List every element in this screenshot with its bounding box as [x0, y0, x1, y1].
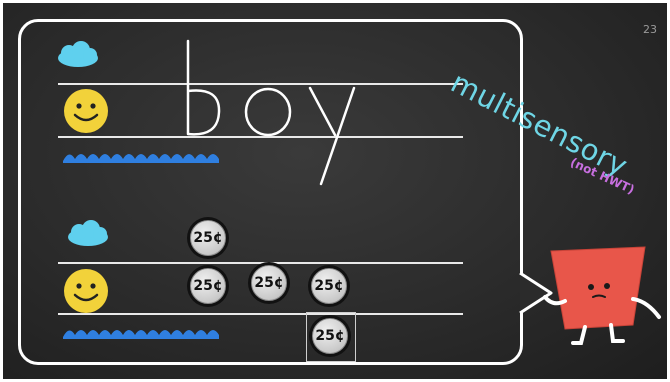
smiley-icon: [62, 87, 110, 135]
slide-canvas: 23: [3, 3, 667, 379]
red-block-mascot-icon: [541, 239, 665, 349]
cloud-icon-2: [65, 220, 111, 248]
middle-line-2: [58, 313, 463, 315]
cloud-icon: [55, 41, 101, 69]
coin-quarter[interactable]: 25¢: [248, 262, 290, 304]
coin-quarter[interactable]: 25¢: [309, 315, 351, 357]
coin-quarter[interactable]: 25¢: [187, 217, 229, 259]
page-number: 23: [643, 23, 657, 36]
coin-label: 25¢: [190, 220, 226, 256]
coin-quarter[interactable]: 25¢: [187, 265, 229, 307]
waves-icon-2: [63, 325, 221, 339]
coin-label: 25¢: [312, 318, 348, 354]
coin-label: 25¢: [251, 265, 287, 301]
word-boy: [173, 39, 363, 189]
coin-label: 25¢: [311, 268, 347, 304]
smiley-icon-2: [62, 267, 110, 315]
coin-label: 25¢: [190, 268, 226, 304]
coin-quarter[interactable]: 25¢: [308, 265, 350, 307]
